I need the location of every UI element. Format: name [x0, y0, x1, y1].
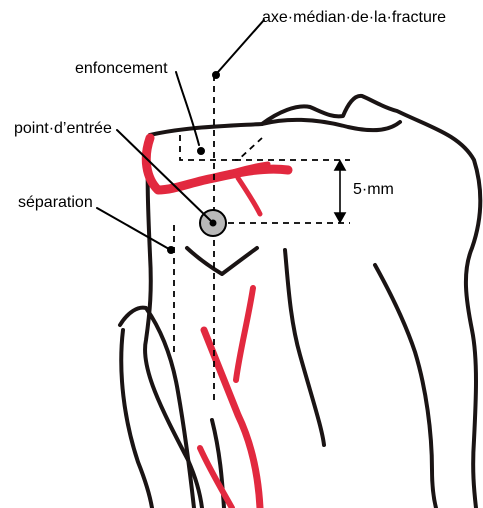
- bone-outlines: [120, 96, 480, 508]
- vessel-lower-branch: [238, 178, 260, 214]
- fibula-outline: [120, 308, 194, 508]
- dimension-arrow-head-top: [335, 161, 345, 170]
- separation-leader: [97, 208, 169, 249]
- separation-label: séparation: [18, 194, 93, 211]
- median-axis-leader: [218, 20, 264, 72]
- depression-outline: [180, 135, 262, 160]
- distance-label: 5·mm: [353, 181, 394, 198]
- depression-leader-dot: [198, 148, 204, 154]
- entry-point-label: point·d’entrée: [14, 120, 112, 137]
- plateau-ridge: [262, 120, 400, 130]
- depression-leader: [176, 72, 199, 145]
- labels: axe·médian·de·la·fracture enfoncement po…: [14, 9, 446, 211]
- median-axis-leader-dot: [213, 72, 219, 78]
- anterior-crest: [285, 250, 324, 445]
- separation-leader-dot: [168, 247, 174, 253]
- entry-point-leader: [117, 130, 210, 220]
- posterior-contour: [375, 265, 436, 508]
- vessel-bottom: [200, 448, 232, 508]
- vessel-central-branch: [236, 288, 253, 380]
- dimension-arrow-head-bottom: [335, 213, 345, 222]
- median-axis-label: axe·médian·de·la·fracture: [262, 9, 446, 26]
- depression-label: enfoncement: [75, 60, 168, 77]
- dimension-arrow: [335, 161, 345, 222]
- fracture-fragment: [187, 248, 257, 274]
